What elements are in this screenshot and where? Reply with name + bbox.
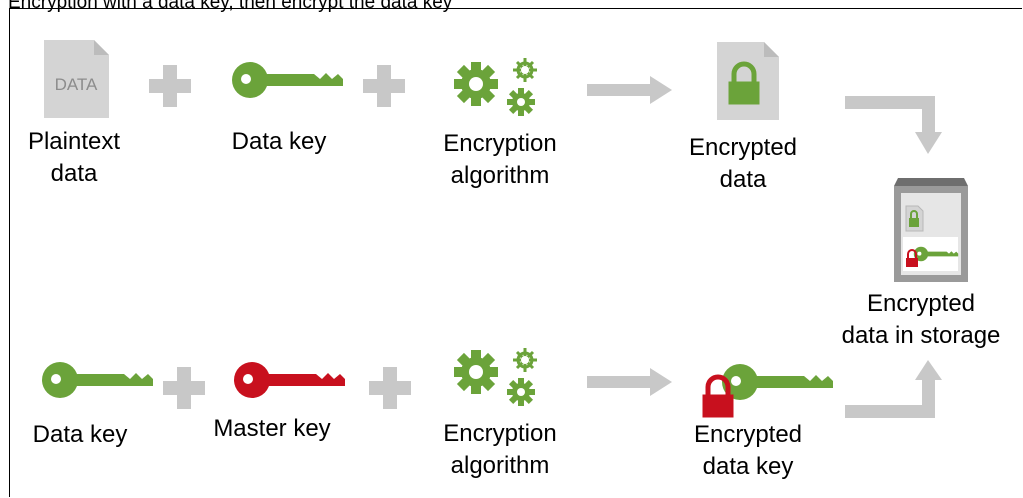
encryption-algorithm-label-bottom: Encryption algorithm: [443, 420, 557, 479]
master-key-label: Master key: [213, 415, 331, 442]
data-key-icon-bottom: [42, 362, 153, 398]
master-key-icon: [234, 362, 345, 398]
encrypted-data-in-storage-label: Encrypted data in storage: [841, 290, 1001, 349]
encrypted-data-key-label: Encrypted data key: [693, 421, 803, 480]
plus-icon-top-1: [149, 65, 191, 107]
plaintext-document-icon: DATA: [44, 40, 109, 118]
plus-icon-bottom-2: [369, 367, 411, 409]
elbow-arrow-down-icon: [845, 96, 942, 154]
header-text: Encryption with a data key, then encrypt…: [8, 0, 453, 13]
data-key-label-top: Data key: [231, 128, 327, 155]
plaintext-data-label: Plaintext data: [27, 128, 121, 187]
encryption-algorithm-label-top: Encryption algorithm: [443, 130, 557, 189]
encrypted-document-icon: [717, 42, 779, 120]
plaintext-icon-text: DATA: [55, 75, 98, 94]
encrypted-data-label: Encrypted data: [688, 134, 798, 193]
encrypted-data-key-icon: [703, 364, 833, 417]
gears-icon-top: [454, 56, 539, 116]
gears-icon-bottom: [454, 346, 539, 406]
arrow-icon-top: [587, 76, 672, 104]
plus-icon-top-2: [363, 65, 405, 107]
elbow-arrow-up-icon: [845, 360, 942, 418]
plus-icon-bottom-1: [163, 367, 205, 409]
diagram-frame: [9, 8, 1022, 497]
data-key-label-bottom: Data key: [32, 421, 128, 448]
arrow-icon-bottom: [587, 368, 672, 396]
storage-icon: [894, 178, 968, 282]
data-key-icon-top: [232, 62, 343, 98]
